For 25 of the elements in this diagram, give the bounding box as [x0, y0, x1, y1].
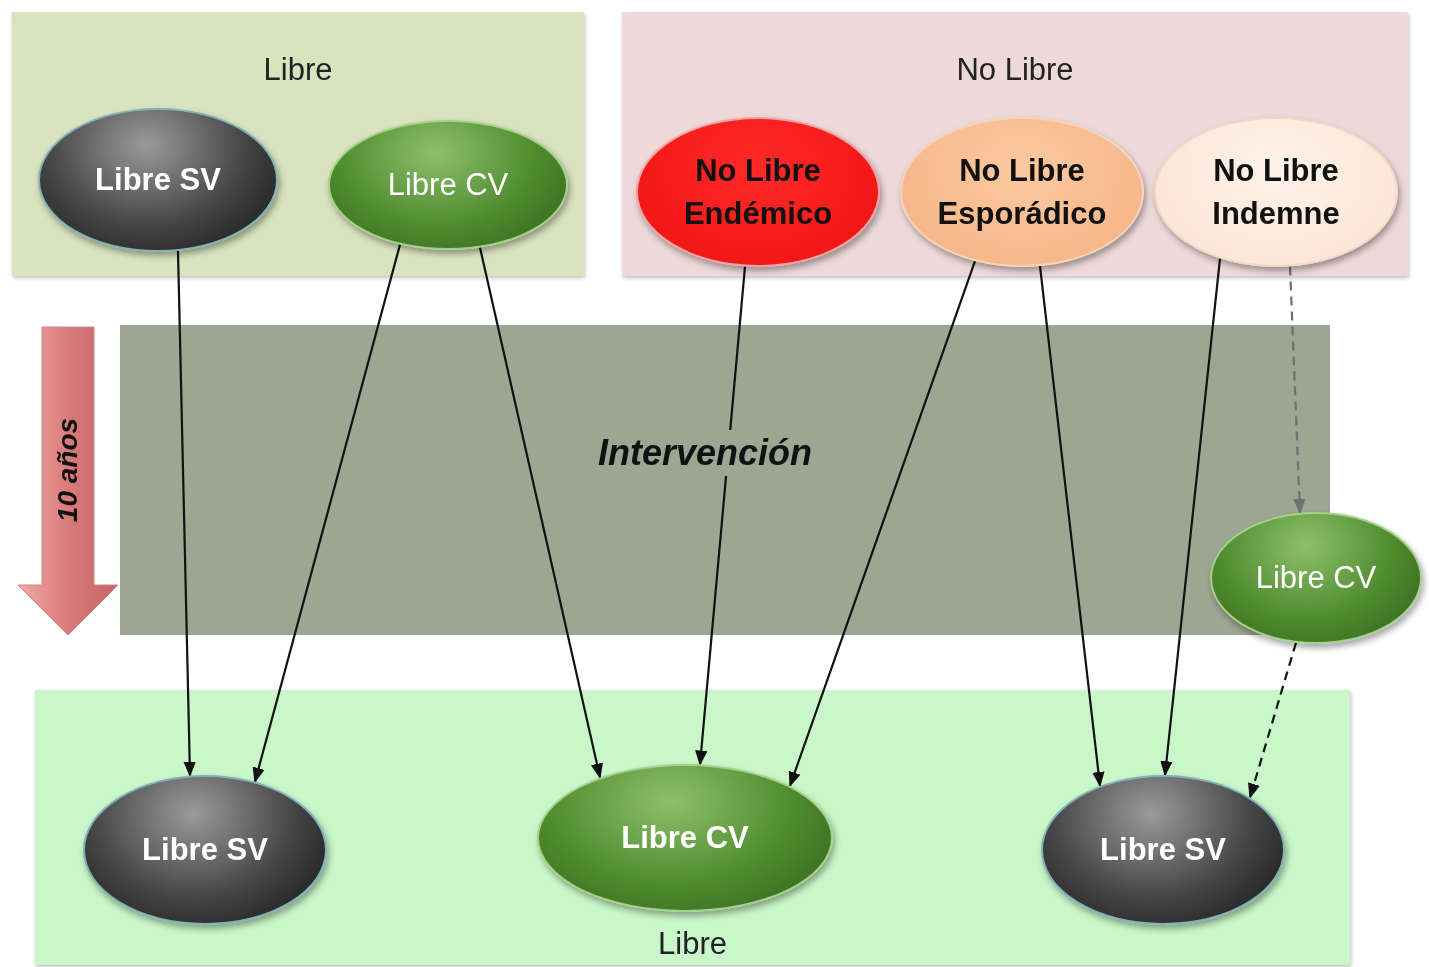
arrow: [1160, 258, 1222, 777]
ellipse-label: No Libre Endémico: [682, 151, 834, 233]
arrow: [1248, 642, 1298, 799]
duration-label: 10 años: [52, 417, 84, 523]
arrow: [1288, 266, 1306, 515]
group-panel: [12, 12, 584, 276]
arrow: [695, 266, 747, 766]
panel-title: Libre: [262, 52, 334, 88]
ellipse-label: Libre CV: [1255, 559, 1377, 598]
arrow: [176, 250, 196, 778]
ellipse-label: Libre SV: [95, 161, 221, 200]
ellipse-label: Libre CV: [621, 819, 749, 858]
arrow: [252, 244, 402, 784]
group-panel: [35, 690, 1350, 965]
ellipse-label: No Libre Esporádico: [937, 151, 1107, 233]
arrow: [1038, 266, 1105, 788]
panel-title: Libre: [657, 926, 728, 962]
arrow: [788, 260, 977, 788]
ellipse-label: Libre CV: [387, 166, 509, 205]
arrow: [478, 247, 603, 779]
panel-title: No Libre: [955, 52, 1075, 88]
ellipse-label: No Libre Indemne: [1211, 151, 1341, 233]
ellipse-label: Libre SV: [142, 831, 268, 870]
group-panel: [622, 12, 1408, 276]
ellipse-label: Libre SV: [1100, 831, 1226, 870]
